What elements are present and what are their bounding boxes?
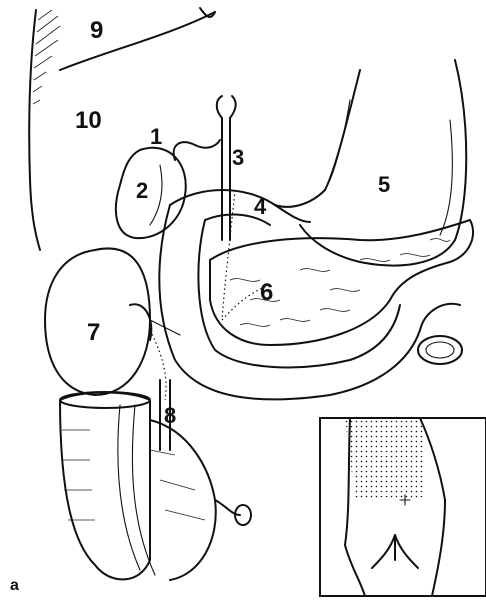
colon-segment xyxy=(60,392,251,580)
stomach xyxy=(275,60,466,266)
label-1: 1 xyxy=(150,124,162,149)
label-3: 3 xyxy=(232,145,244,170)
label-6: 6 xyxy=(260,279,273,306)
label-4: 4 xyxy=(254,194,267,219)
label-7: 7 xyxy=(87,319,100,346)
label-10: 10 xyxy=(75,107,102,134)
inset-panel xyxy=(320,418,486,596)
label-8: 8 xyxy=(164,403,176,428)
duodenum xyxy=(159,190,462,399)
label-5: 5 xyxy=(378,172,390,197)
label-2: 2 xyxy=(136,178,148,203)
vessels xyxy=(150,330,170,450)
pancreas xyxy=(210,190,473,345)
gallbladder xyxy=(116,148,186,238)
panel-label: a xyxy=(10,577,19,594)
abdominal-wall xyxy=(29,8,215,250)
label-9: 9 xyxy=(90,17,103,44)
